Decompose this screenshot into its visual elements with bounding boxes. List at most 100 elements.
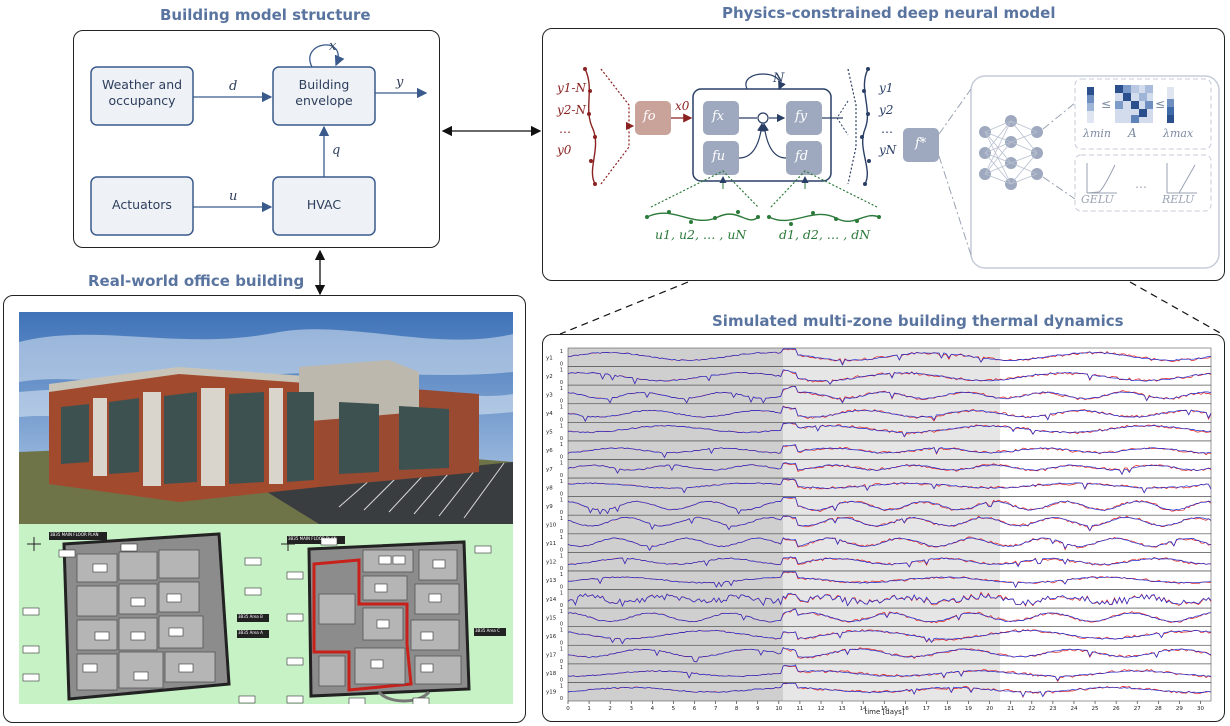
x-label: x bbox=[329, 39, 337, 54]
zone-tick-top: 1 bbox=[560, 553, 563, 559]
area-c-label: 3B35 Area C bbox=[475, 628, 500, 633]
series-blue-line bbox=[567, 664, 1212, 681]
zone-tick-bottom: 0 bbox=[560, 659, 563, 665]
lambda-max-label: λmax bbox=[1163, 127, 1194, 140]
zone-tick-bottom: 0 bbox=[560, 454, 563, 460]
zone-tick-bottom: 0 bbox=[560, 473, 563, 479]
x-tick-label: 12 bbox=[817, 706, 824, 712]
office-panel: 3B35 MAIN FLOOR PLAN 3B35 MAIN FLOOR PLA… bbox=[3, 295, 526, 723]
zone-tick-top: 1 bbox=[560, 498, 563, 504]
zone-row-label: y2 bbox=[546, 374, 553, 380]
building-photo bbox=[19, 312, 513, 524]
envelope-label-line2: envelope bbox=[295, 93, 353, 108]
area-a-label: 3B35 Area A bbox=[238, 630, 263, 635]
zone-tick-bottom: 0 bbox=[560, 640, 563, 646]
x-tick-label: 23 bbox=[1049, 706, 1056, 712]
x-tick-label: 27 bbox=[1134, 706, 1141, 712]
zone-row-label: y8 bbox=[546, 485, 553, 491]
x-tick-label: 26 bbox=[1113, 706, 1120, 712]
region-0 bbox=[568, 348, 784, 701]
x-axis-label: time [days] bbox=[864, 708, 905, 716]
x-tick-label: 19 bbox=[965, 706, 972, 712]
series-blue-line bbox=[567, 348, 1212, 366]
zone-tick-bottom: 0 bbox=[560, 566, 563, 572]
x-tick-label: 28 bbox=[1155, 706, 1162, 712]
zone-tick-top: 1 bbox=[560, 646, 563, 652]
x0-label: x0 bbox=[675, 99, 690, 113]
zone-tick-top: 1 bbox=[560, 683, 563, 689]
series-blue-line bbox=[567, 422, 1212, 438]
fx-label: fx bbox=[712, 109, 725, 124]
x-tick-label: 1 bbox=[587, 706, 591, 712]
series-blue-line bbox=[567, 406, 1212, 422]
x-tick-label: 22 bbox=[1028, 706, 1035, 712]
neural-panel: y1-N y2-N … y0 fo x0 fx fy fu fd N y1 y2… bbox=[542, 28, 1225, 281]
activation-dots: … bbox=[1135, 177, 1147, 191]
weather-label-line1: Weather and bbox=[101, 77, 183, 92]
q-label: q bbox=[332, 143, 341, 158]
x-tick-label: 29 bbox=[1176, 706, 1183, 712]
region-2 bbox=[1000, 348, 1211, 701]
fy-box bbox=[786, 101, 822, 135]
x-tick-label: 17 bbox=[923, 706, 930, 712]
x-tick-label: 11 bbox=[796, 706, 803, 712]
zone-tick-bottom: 0 bbox=[560, 585, 563, 591]
x-tick-label: 9 bbox=[756, 706, 760, 712]
x-tick-label: 30 bbox=[1197, 706, 1204, 712]
fd-box bbox=[786, 141, 822, 175]
fo-label: fo bbox=[643, 109, 656, 124]
zone-tick-bottom: 0 bbox=[560, 529, 563, 535]
series-blue-line bbox=[567, 478, 1212, 494]
input-y0: y0 bbox=[557, 143, 572, 157]
x-tick-label: 13 bbox=[839, 706, 846, 712]
x-tick-label: 0 bbox=[566, 706, 570, 712]
x-tick-label: 25 bbox=[1092, 706, 1099, 712]
zone-tick-bottom: 0 bbox=[560, 380, 563, 386]
zone-row-label: y14 bbox=[546, 597, 557, 603]
floor-plan-drawing bbox=[22, 532, 506, 706]
output-dots: … bbox=[881, 122, 893, 136]
zone-tick-bottom: 0 bbox=[560, 492, 563, 498]
x-tick-label: 16 bbox=[902, 706, 909, 712]
zone-tick-top: 1 bbox=[560, 460, 563, 466]
gelu-label: GELU bbox=[1081, 193, 1114, 206]
zone-row-label: y5 bbox=[546, 430, 553, 436]
zone-row-label: y6 bbox=[546, 448, 553, 454]
zone-tick-bottom: 0 bbox=[560, 436, 563, 442]
x-tick-label: 20 bbox=[986, 706, 993, 712]
input-y2: y2-N bbox=[557, 103, 586, 117]
zone-tick-top: 1 bbox=[560, 442, 563, 448]
n-label: N bbox=[773, 71, 785, 86]
fu-label: fu bbox=[712, 149, 726, 164]
zone-tick-top: 1 bbox=[560, 368, 563, 374]
structure-panel: Weather and occupancy Building envelope … bbox=[73, 30, 440, 248]
simulated-title: Simulated multi-zone building thermal dy… bbox=[712, 312, 1124, 330]
actuators-box bbox=[90, 176, 194, 236]
x-tick-label: 18 bbox=[944, 706, 951, 712]
series-blue-line bbox=[567, 369, 1212, 385]
zone-row-label: y3 bbox=[546, 392, 553, 398]
relu-label: RELU bbox=[1162, 193, 1195, 206]
series-blue-line bbox=[567, 556, 1212, 568]
zone-row-label: y17 bbox=[546, 653, 557, 659]
area-b-label: 3B35 Area B bbox=[238, 614, 263, 619]
x-tick-label: 14 bbox=[860, 706, 867, 712]
lambda-min-label: λmin bbox=[1083, 127, 1112, 140]
fx-box bbox=[703, 101, 739, 135]
zone-row-label: y4 bbox=[546, 411, 553, 417]
d-label: d bbox=[229, 79, 238, 94]
input-y1: y1-N bbox=[557, 81, 586, 95]
output-y2: y2 bbox=[879, 103, 894, 117]
x-tick-label: 2 bbox=[608, 706, 612, 712]
zone-tick-bottom: 0 bbox=[560, 696, 563, 702]
leq-right: ≤ bbox=[1155, 97, 1166, 111]
zone-tick-bottom: 0 bbox=[560, 510, 563, 516]
zone-row-label: y15 bbox=[546, 615, 557, 621]
zone-tick-bottom: 0 bbox=[560, 417, 563, 423]
zone-tick-top: 1 bbox=[560, 479, 563, 485]
fy-label: fy bbox=[795, 109, 808, 124]
x-tick-label: 8 bbox=[735, 706, 739, 712]
fu-box bbox=[703, 141, 739, 175]
leq-left: ≤ bbox=[1101, 97, 1112, 111]
